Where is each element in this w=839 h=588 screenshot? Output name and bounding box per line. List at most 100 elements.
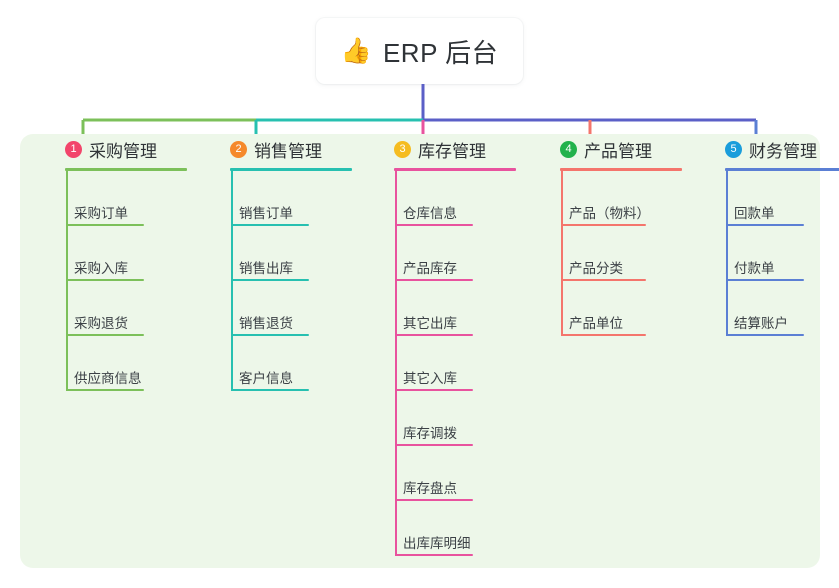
branch-item-underline <box>395 444 473 446</box>
branch-header-1[interactable]: 1 采购管理 <box>43 134 203 164</box>
branch-title: 销售管理 <box>254 141 322 161</box>
branch-spine <box>726 171 728 336</box>
branch-item[interactable]: 库存调拨 <box>372 391 537 446</box>
branch-item-underline <box>726 224 804 226</box>
branch-column-1: 1 采购管理采购订单采购入库采购退货供应商信息 <box>43 134 203 391</box>
branch-item-label: 采购订单 <box>74 206 128 221</box>
branch-item[interactable]: 产品单位 <box>538 281 703 336</box>
branch-header-3[interactable]: 3 库存管理 <box>372 134 537 164</box>
branch-header-underline <box>725 168 839 171</box>
branch-item-label: 回款单 <box>734 206 775 221</box>
branch-item[interactable]: 付款单 <box>703 226 839 281</box>
branch-item-label: 库存盘点 <box>403 481 457 496</box>
branch-item-underline <box>726 334 804 336</box>
branch-item-list: 仓库信息产品库存其它出库其它入库库存调拨库存盘点出库库明细 <box>372 171 537 556</box>
branch-item-label: 库存调拨 <box>403 426 457 441</box>
branch-item[interactable]: 销售退货 <box>208 281 368 336</box>
branch-item-label: 仓库信息 <box>403 206 457 221</box>
branch-item[interactable]: 产品分类 <box>538 226 703 281</box>
branch-item-label: 销售退货 <box>239 316 293 331</box>
branch-column-4: 4 产品管理产品（物料） 产品分类产品单位 <box>538 134 703 336</box>
branch-item[interactable]: 产品（物料） <box>538 171 703 226</box>
branch-item-label: 出库库明细 <box>403 536 471 551</box>
branch-item-label: 产品（物料） <box>569 206 650 221</box>
branch-item[interactable]: 回款单 <box>703 171 839 226</box>
branch-item[interactable]: 供应商信息 <box>43 336 203 391</box>
branch-item[interactable]: 产品库存 <box>372 226 537 281</box>
branch-item-label: 供应商信息 <box>74 371 142 386</box>
branch-item[interactable]: 客户信息 <box>208 336 368 391</box>
branch-item-underline <box>395 389 473 391</box>
branch-title: 采购管理 <box>89 141 157 161</box>
branch-header-underline <box>394 168 516 171</box>
branch-title: 库存管理 <box>418 141 486 161</box>
branch-column-2: 2 销售管理销售订单销售出库销售退货客户信息 <box>208 134 368 391</box>
branch-item[interactable]: 销售出库 <box>208 226 368 281</box>
branch-item[interactable]: 其它入库 <box>372 336 537 391</box>
branch-item[interactable]: 出库库明细 <box>372 501 537 556</box>
branch-item-label: 产品库存 <box>403 261 457 276</box>
branch-item-label: 销售订单 <box>239 206 293 221</box>
branch-item-underline <box>395 279 473 281</box>
branches-panel: 1 采购管理采购订单采购入库采购退货供应商信息 2 销售管理销售订单销售出库销售退货客… <box>20 134 839 568</box>
branch-item-underline <box>561 334 646 336</box>
branch-item-underline <box>66 224 144 226</box>
branch-item-underline <box>231 224 309 226</box>
branch-spine <box>395 171 397 556</box>
branch-item-label: 其它出库 <box>403 316 457 331</box>
root-node-card[interactable]: 👍 ERP 后台 <box>316 18 523 84</box>
branch-item-label: 其它入库 <box>403 371 457 386</box>
branch-item-list: 采购订单采购入库采购退货供应商信息 <box>43 171 203 391</box>
branch-item-label: 产品分类 <box>569 261 623 276</box>
branch-item-list: 回款单付款单结算账户 <box>703 171 839 336</box>
branch-item[interactable]: 仓库信息 <box>372 171 537 226</box>
branch-column-3: 3 库存管理仓库信息产品库存其它出库其它入库库存调拨库存盘点出库库明细 <box>372 134 537 556</box>
branch-item-list: 销售订单销售出库销售退货客户信息 <box>208 171 368 391</box>
branch-item-underline <box>231 279 309 281</box>
branch-item-underline <box>395 554 473 556</box>
branch-item-underline <box>726 279 804 281</box>
branch-header-underline <box>230 168 352 171</box>
branch-spine <box>561 171 563 336</box>
branch-header-underline <box>65 168 187 171</box>
branch-number-badge: 4 <box>560 140 577 158</box>
branch-spine <box>231 171 233 391</box>
branch-item-label: 采购退货 <box>74 316 128 331</box>
branch-item-underline <box>395 499 473 501</box>
branch-item-underline <box>395 334 473 336</box>
branch-title: 财务管理 <box>749 141 817 161</box>
branch-item-label: 客户信息 <box>239 371 293 386</box>
branch-title: 产品管理 <box>584 141 652 161</box>
branch-item-underline <box>231 334 309 336</box>
branch-item-underline <box>561 224 646 226</box>
branch-item[interactable]: 采购退货 <box>43 281 203 336</box>
branch-item[interactable]: 销售订单 <box>208 171 368 226</box>
branch-item[interactable]: 采购入库 <box>43 226 203 281</box>
thumbs-up-emoji: 👍 <box>340 36 372 65</box>
branch-item-label: 结算账户 <box>734 316 788 331</box>
branch-item-underline <box>231 389 309 391</box>
branch-item[interactable]: 库存盘点 <box>372 446 537 501</box>
branch-number-badge: 1 <box>65 140 82 158</box>
branch-item[interactable]: 其它出库 <box>372 281 537 336</box>
branch-item-label: 销售出库 <box>239 261 293 276</box>
root-node-title: ERP 后台 <box>382 37 499 68</box>
branch-item-label: 付款单 <box>734 261 775 276</box>
branch-item-underline <box>66 334 144 336</box>
branch-header-underline <box>560 168 682 171</box>
branch-item[interactable]: 结算账户 <box>703 281 839 336</box>
branch-item-label: 产品单位 <box>569 316 623 331</box>
branch-spine <box>66 171 68 391</box>
branch-item-label: 采购入库 <box>74 261 128 276</box>
branch-item-underline <box>561 279 646 281</box>
branch-item[interactable]: 采购订单 <box>43 171 203 226</box>
branch-item-list: 产品（物料） 产品分类产品单位 <box>538 171 703 336</box>
branch-number-badge: 2 <box>230 140 247 158</box>
branch-header-4[interactable]: 4 产品管理 <box>538 134 703 164</box>
branch-number-badge: 3 <box>394 140 411 158</box>
branch-item-underline <box>66 389 144 391</box>
branch-header-2[interactable]: 2 销售管理 <box>208 134 368 164</box>
